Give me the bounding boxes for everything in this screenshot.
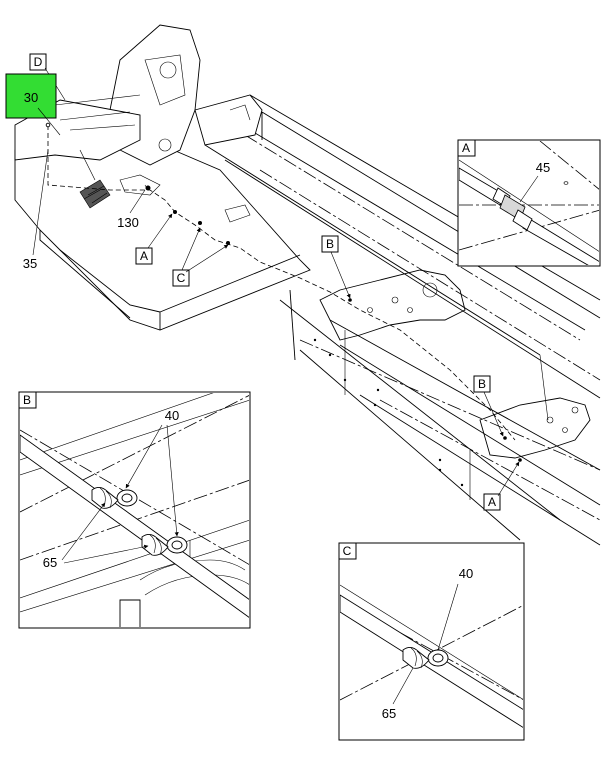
air-line-routing (45, 122, 522, 462)
detail-B-view: B (18, 391, 251, 629)
frame-rails (204, 94, 601, 546)
detail-A-title: A (462, 141, 470, 155)
detail-C-view: C 40 65 (338, 542, 525, 741)
detail-C-title: C (343, 544, 352, 558)
callout-A-main-label: A (140, 249, 148, 263)
callout-A-lower-box (483, 493, 501, 511)
detail-C-part-40-label: 40 (459, 566, 473, 581)
callout-A-lower-label: A (488, 495, 496, 509)
detail-B-title: B (23, 393, 31, 407)
part-30-label[interactable]: 30 (24, 90, 38, 105)
brake-pedal (79, 149, 111, 209)
callout-B-upper-box (321, 235, 339, 253)
detail-B-part-65-label: 65 (43, 555, 57, 570)
callout-C-box (172, 269, 190, 287)
part-35-label: 35 (23, 256, 37, 271)
detail-A-view: A 45 (457, 139, 601, 267)
callout-D-label: D (34, 55, 43, 69)
callout-B-lower-label: B (478, 377, 486, 391)
callout-A-main-box (135, 247, 153, 265)
callout-B-lower-box (473, 375, 491, 393)
callout-D-box (29, 53, 47, 71)
callout-B-upper-label: B (326, 237, 334, 251)
detail-A-part-45-label: 45 (536, 160, 550, 175)
detail-B-part-40-label: 40 (165, 408, 179, 423)
detail-C-part-65-label: 65 (382, 706, 396, 721)
part-130-label: 130 (117, 215, 139, 230)
highlighted-part-30-box[interactable] (5, 73, 57, 119)
callout-C-label: C (177, 271, 186, 285)
main-assembly-view: D 30 35 130 A C B B A (5, 24, 601, 546)
